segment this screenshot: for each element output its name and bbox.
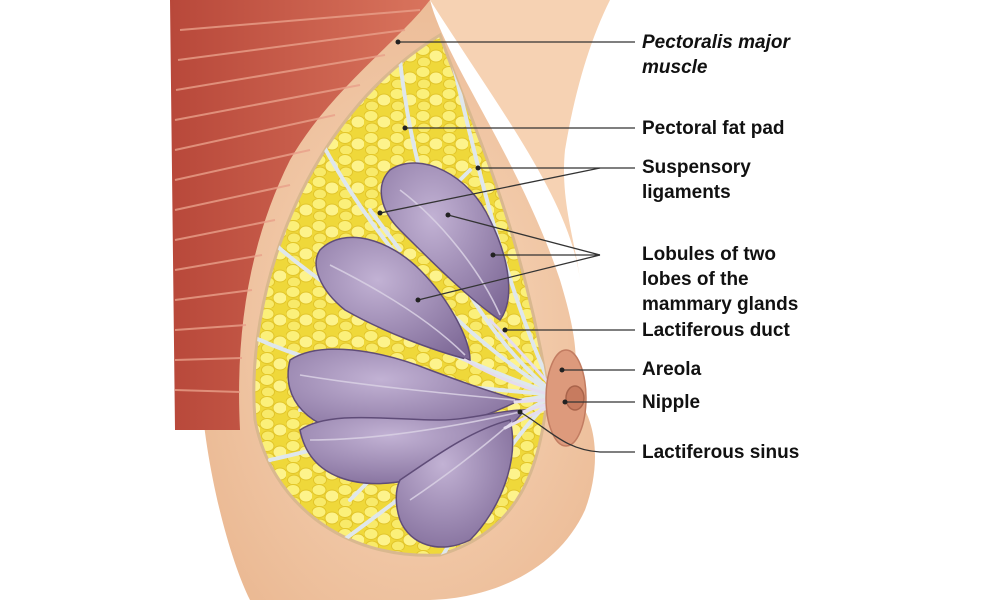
label-lobules-line-2: lobes of the — [642, 269, 749, 290]
label-pectoral-fat-pad: Pectoral fat pad — [642, 118, 785, 139]
label-suspensory-ligaments: Suspensory ligaments — [642, 155, 751, 205]
label-lobules: Lobules of two lobes of the mammary glan… — [642, 242, 798, 317]
label-lobules-line-3: mammary glands — [642, 294, 799, 315]
pointer-dots — [377, 39, 568, 415]
label-lactiferous-duct: Lactiferous duct — [642, 320, 790, 341]
lobe-upper — [315, 162, 510, 361]
label-pectoralis-line-1: Pectoralis major — [642, 32, 790, 53]
label-pectoralis-major: Pectoralis major muscle — [642, 30, 790, 80]
label-suspensory-line-2: ligaments — [642, 182, 731, 203]
label-suspensory-line-1: Suspensory — [642, 157, 751, 178]
label-lactiferous-sinus: Lactiferous sinus — [642, 442, 800, 463]
upper-chest-skin — [430, 0, 610, 280]
pectoralis-muscle — [170, 0, 430, 430]
label-areola: Areola — [642, 359, 702, 380]
label-nipple: Nipple — [642, 392, 701, 413]
nipple — [565, 385, 585, 411]
leader-lines — [379, 41, 635, 453]
label-pectoralis-line-2: muscle — [642, 57, 708, 78]
label-lobules-line-1: Lobules of two — [642, 244, 777, 265]
